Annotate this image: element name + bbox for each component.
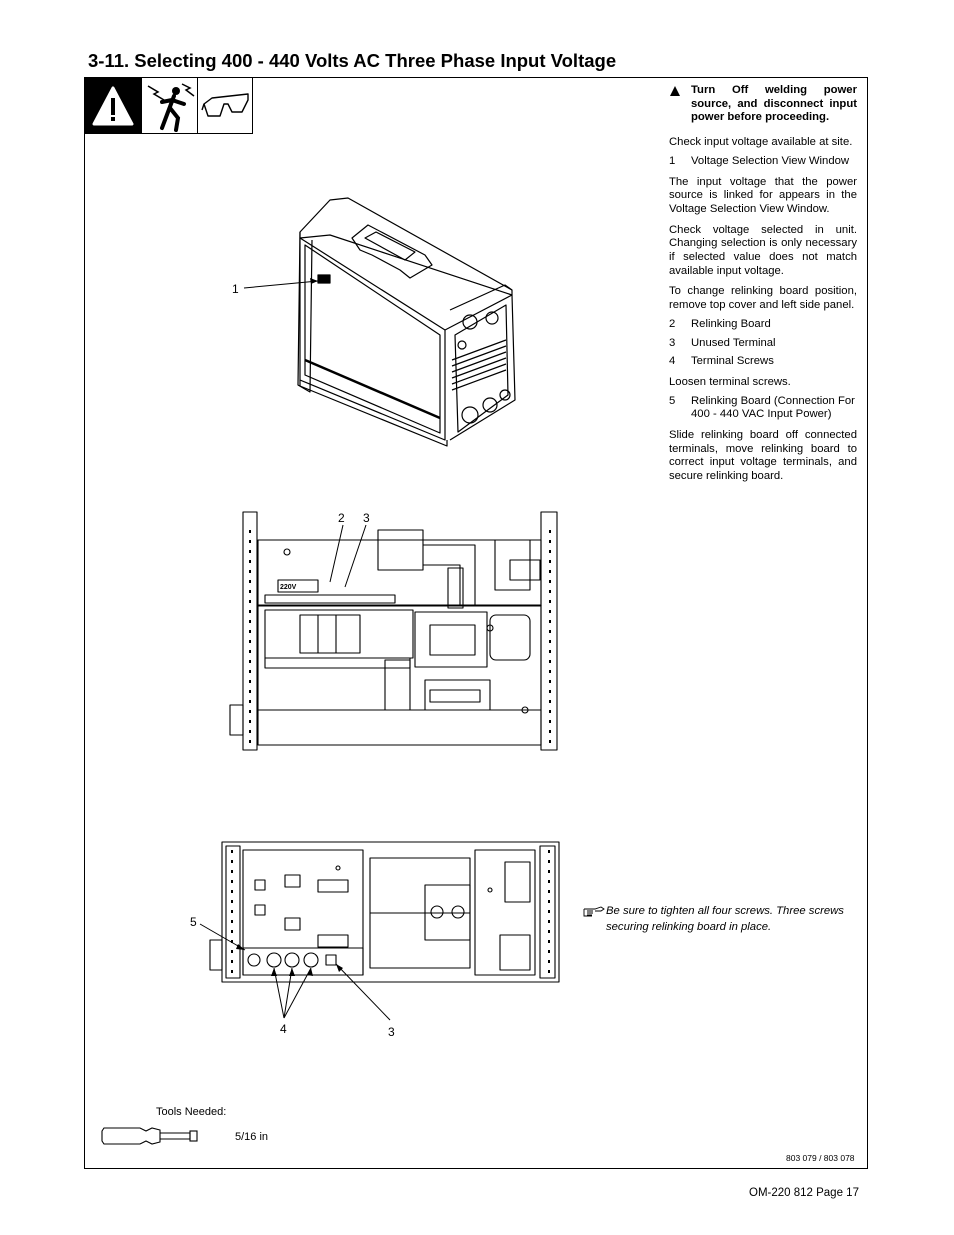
callout-3-board: 3	[388, 1025, 395, 1039]
board-voltage-label: 220V	[280, 584, 297, 591]
warning-text: Turn Off welding power source, and disco…	[691, 84, 857, 124]
slide-board-text: Slide relinking board off connected term…	[669, 429, 857, 483]
item-text: Relinking Board (Connection For 400 - 44…	[691, 394, 855, 421]
content-frame	[84, 77, 868, 1169]
item-number: 3	[669, 336, 676, 349]
callout-3: 3	[363, 511, 370, 525]
list-item-2: 2 Relinking Board	[669, 318, 857, 332]
item-text: Terminal Screws	[691, 355, 774, 368]
instruction-column: Turn Off welding power source, and disco…	[669, 84, 857, 484]
list-item-3: 3 Unused Terminal	[669, 337, 857, 351]
callout-5: 5	[190, 915, 197, 929]
warning-triangle-icon	[85, 78, 141, 133]
note: Be sure to tighten all four screws. Thre…	[583, 903, 853, 935]
item-number: 1	[669, 154, 676, 167]
page-footer: OM-220 812 Page 17	[749, 1187, 859, 1199]
list-item-5: 5 Relinking Board (Connection For 400 - …	[669, 395, 857, 422]
caution-triangle-icon	[669, 84, 691, 125]
warning-statement: Turn Off welding power source, and disco…	[669, 84, 857, 125]
callout-1: 1	[232, 282, 239, 296]
check-voltage-text: Check input voltage available at site.	[669, 136, 853, 149]
list-item-1: 1 Voltage Selection View Window	[669, 155, 857, 169]
callout-2: 2	[338, 511, 345, 525]
item-number: 4	[669, 355, 676, 368]
change-position-text: To change relinking board position, remo…	[669, 285, 857, 312]
safety-glasses-icon	[197, 78, 254, 133]
item-number: 5	[669, 394, 676, 407]
tool-size: 5/16 in	[235, 1131, 269, 1143]
note-text: Be sure to tighten all four screws. Thre…	[606, 905, 844, 933]
electric-shock-icon	[141, 78, 197, 133]
list-item-4: 4 Terminal Screws	[669, 355, 857, 369]
check-selection-text: Check voltage selected in unit. Changing…	[669, 223, 857, 277]
callout-4: 4	[280, 1022, 287, 1036]
linked-voltage-text: The input voltage that the power source …	[669, 175, 857, 215]
hazard-symbols	[84, 77, 253, 134]
pointing-hand-icon	[583, 903, 606, 935]
item-text: Relinking Board	[691, 317, 771, 330]
item-text: Voltage Selection View Window	[691, 154, 850, 167]
loosen-screws-text: Loosen terminal screws.	[669, 375, 791, 388]
tools-needed-label: Tools Needed:	[156, 1106, 227, 1118]
item-number: 2	[669, 317, 676, 330]
page-title: 3-11. Selecting 400 - 440 Volts AC Three…	[88, 50, 617, 71]
figure-reference: 803 079 / 803 078	[786, 1153, 855, 1163]
item-text: Unused Terminal	[691, 336, 776, 349]
